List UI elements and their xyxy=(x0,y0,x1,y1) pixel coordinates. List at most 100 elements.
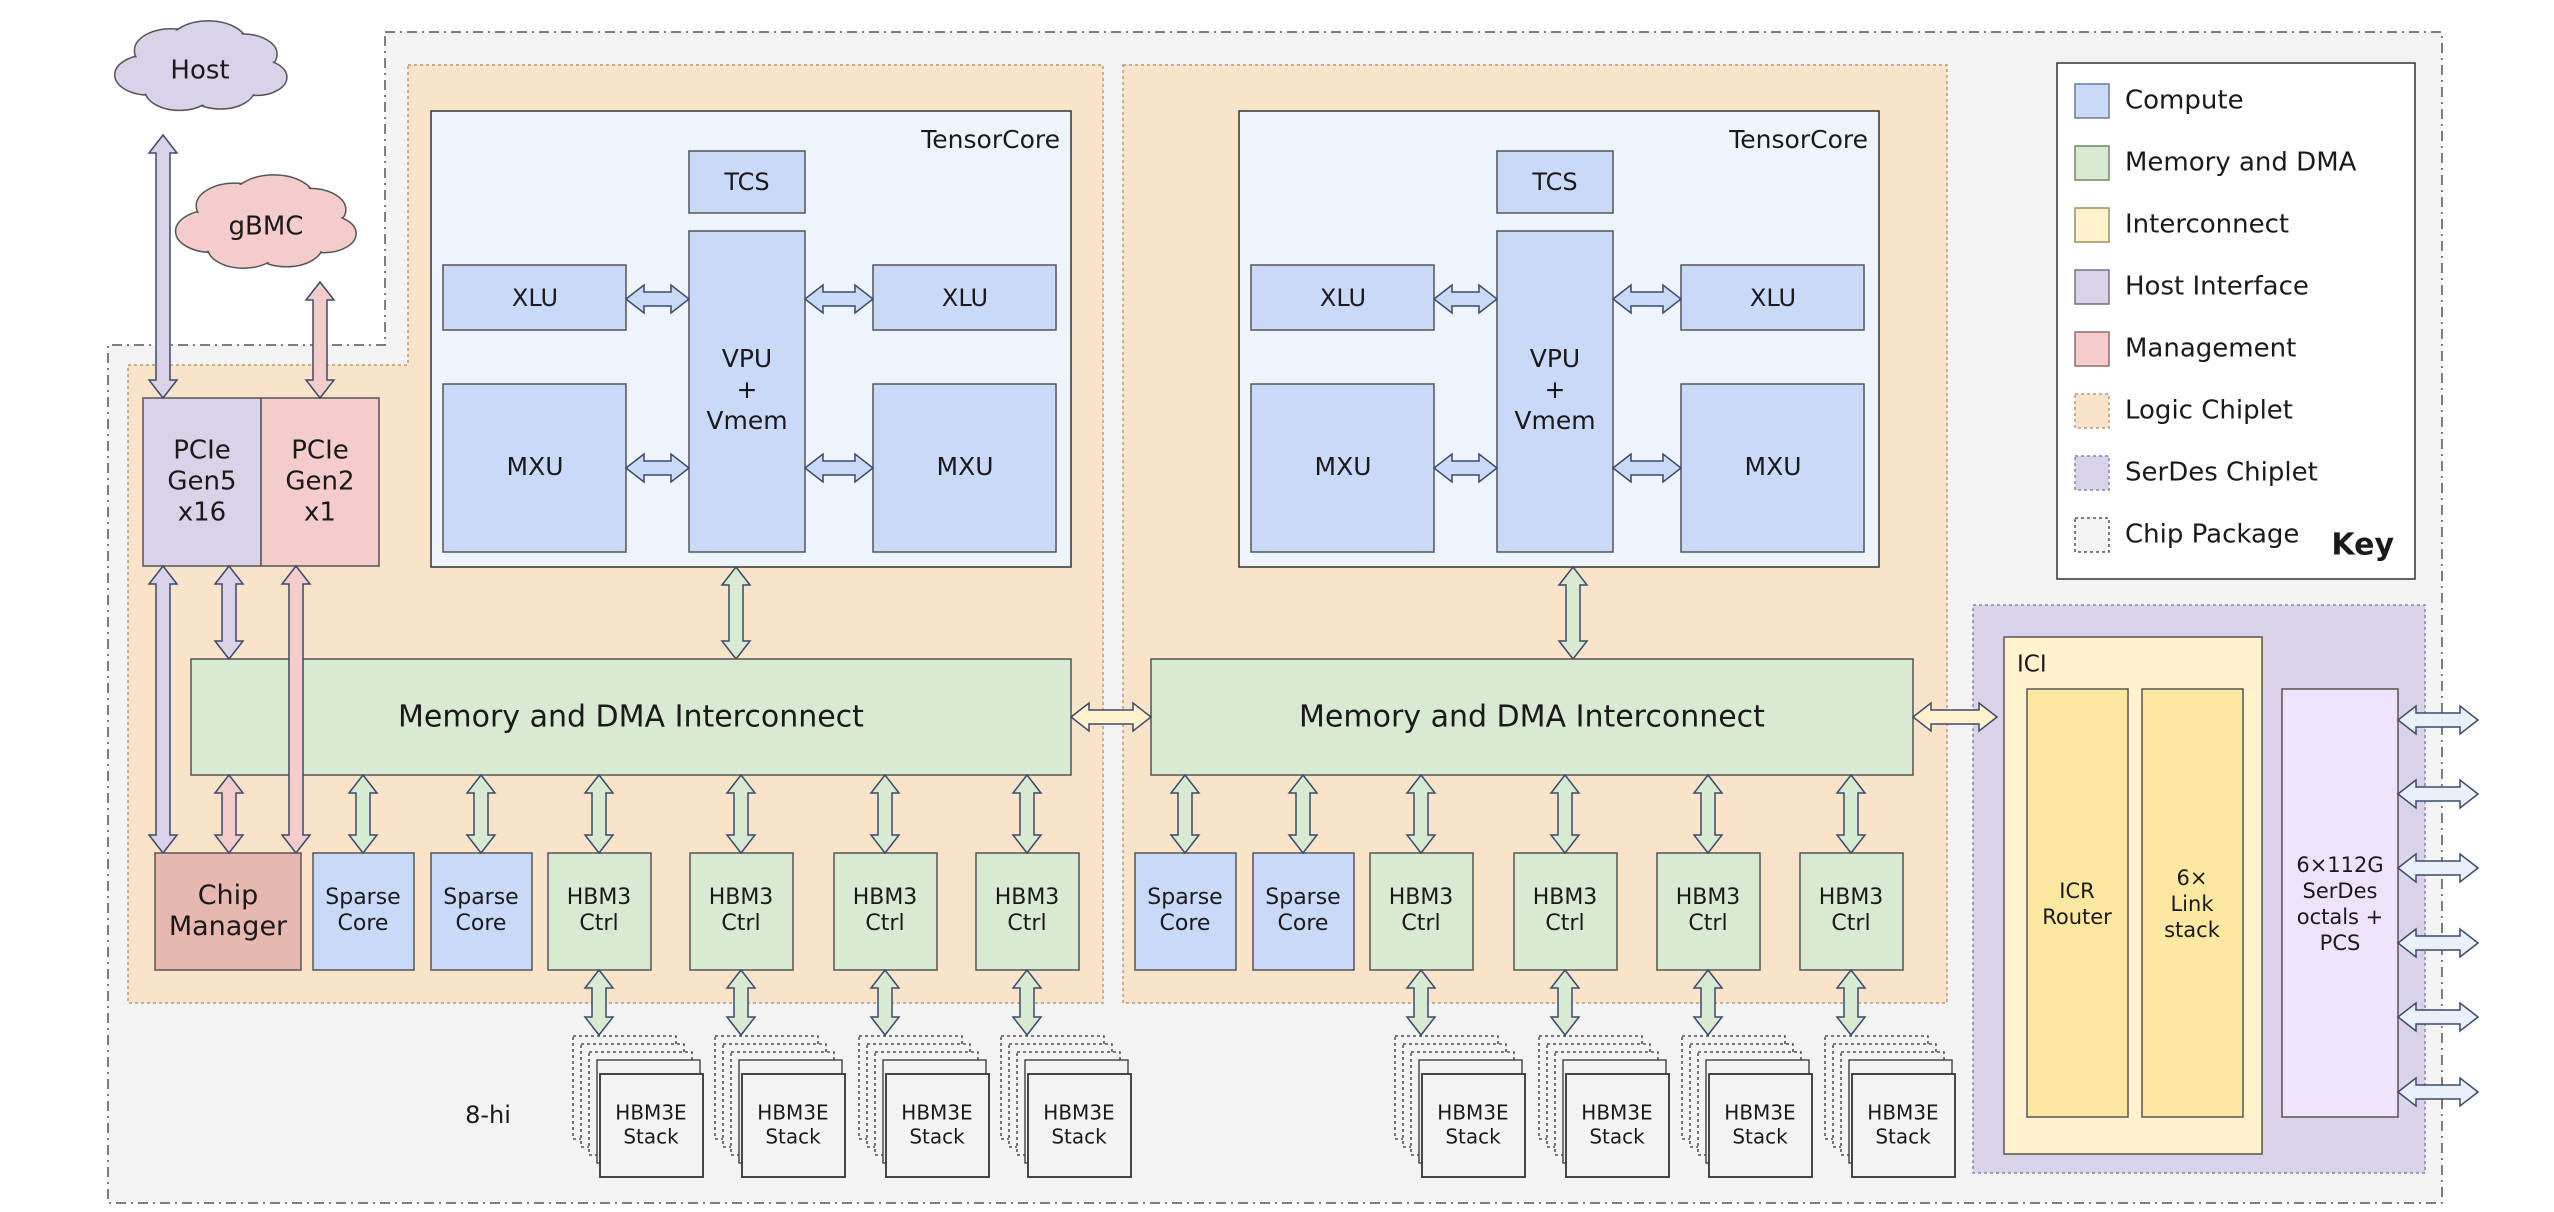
tensorcore-1-arrow-mxu-right xyxy=(803,452,875,484)
hbm-stack-7 xyxy=(1681,1035,1813,1178)
link-stack-label-line: Link xyxy=(2170,892,2214,916)
hbm-ctrl-6-stack-arrow xyxy=(1549,968,1581,1037)
tensorcore-1-vpu-label-line: + xyxy=(737,375,758,404)
icr-router-label-line: ICR xyxy=(2059,879,2094,903)
pcie-gen5-label-line: x16 xyxy=(178,498,226,528)
interconnect-bridge-arrow xyxy=(1069,701,1153,733)
tensorcore-1-mxu-right xyxy=(872,383,1057,553)
hbm-ctrl-2 xyxy=(689,852,794,971)
key-swatch-2 xyxy=(2074,145,2110,181)
hbm-ctrl-4-label-line: HBM3 xyxy=(995,885,1060,910)
chip-manager-block xyxy=(154,852,302,971)
hbm-stack-5-label-line: HBM3E xyxy=(1437,1101,1508,1125)
pcie-gen2-label-line: PCIe xyxy=(291,436,349,466)
tensorcore-2-xlu-left-label: XLU xyxy=(1320,284,1366,312)
hbm-stack-5 xyxy=(1394,1035,1526,1178)
pcie-gen2-label-line: x1 xyxy=(304,498,336,528)
hbm-stack-5-label-line: Stack xyxy=(1445,1125,1501,1149)
hbm-ctrl-7-label-line: HBM3 xyxy=(1676,885,1741,910)
key-swatch-5 xyxy=(2074,331,2110,367)
sparse-core-2-label-line: Sparse xyxy=(443,885,518,910)
sparse-core-2-arrow xyxy=(465,773,497,855)
tensorcore-1-xlu-right-label: XLU xyxy=(942,284,988,312)
ici-title: ICI xyxy=(2017,652,2047,678)
mem-interconnect-left-label: Memory and DMA Interconnect xyxy=(398,700,864,735)
hbm-ctrl-5-label-line: Ctrl xyxy=(1401,911,1440,936)
sparse-core-4-label-line: Sparse xyxy=(1265,885,1340,910)
hbm-stack-7-label-line: HBM3E xyxy=(1724,1101,1795,1125)
sparse-core-4-label-line: Core xyxy=(1278,911,1329,936)
key-label-8: Chip Package xyxy=(2125,520,2299,550)
hbm-ctrl-3-label-line: HBM3 xyxy=(853,885,918,910)
hbm-ctrl-7-arrow xyxy=(1692,773,1724,855)
hbm-ctrl-1-label-line: HBM3 xyxy=(567,885,632,910)
host-label: Host xyxy=(170,56,229,86)
hbm-ctrl-8-stack-arrow xyxy=(1835,968,1867,1037)
tensorcore-2-vpu-label-line: + xyxy=(1545,375,1566,404)
pcie-gen5-label-line: PCIe xyxy=(173,436,231,466)
hbm-stack-8 xyxy=(1824,1035,1956,1178)
interconnect-chipmanager-arrow xyxy=(213,773,245,855)
serdes-label-line: PCS xyxy=(2320,931,2361,955)
key-swatch-8 xyxy=(2074,517,2110,553)
tensorcore-2-vpu-label-line: VPU xyxy=(1530,344,1580,373)
hbm-ctrl-8-label-line: HBM3 xyxy=(1819,885,1884,910)
gbmc-label: gBMC xyxy=(229,212,304,242)
key-swatch-7 xyxy=(2074,455,2110,491)
hbm-stack-4-label-line: Stack xyxy=(1051,1125,1107,1149)
tensorcore-1-mxu-right-label: MXU xyxy=(937,452,994,481)
interconnect-ici-arrow xyxy=(1911,701,1999,733)
tensorcore-2-arrow-mxu-left xyxy=(1432,452,1499,484)
key-label-5: Management xyxy=(2125,334,2296,364)
sparse-core-1-label-line: Core xyxy=(338,911,389,936)
tensorcore-1-arrow-xlu-left xyxy=(624,283,691,315)
serdes-block xyxy=(2281,688,2399,1118)
hbm-ctrl-8-label-line: Ctrl xyxy=(1831,911,1870,936)
hbm-ctrl-4-label-line: Ctrl xyxy=(1007,911,1046,936)
tensorcore-2-tcs xyxy=(1496,150,1614,214)
hbm-ctrl-7-label-line: Ctrl xyxy=(1688,911,1727,936)
key-label-3: Interconnect xyxy=(2125,210,2289,240)
serdes-port-arrow-2 xyxy=(2396,778,2480,810)
tensorcore-1-xlu-left xyxy=(442,264,627,331)
serdes-port-arrow-6 xyxy=(2396,1076,2480,1108)
sparse-core-3-label-line: Core xyxy=(1160,911,1211,936)
tensorcore-2-mxu-left xyxy=(1250,383,1435,553)
key-swatch-4 xyxy=(2074,269,2110,305)
tensorcore-2-vpu xyxy=(1496,230,1614,553)
chip-manager-label-line: Manager xyxy=(169,911,288,942)
hbm-stack-6-label-line: HBM3E xyxy=(1581,1101,1652,1125)
hbm-stack-8-label-line: HBM3E xyxy=(1867,1101,1938,1125)
tensorcore-2-title: TensorCore xyxy=(1728,125,1868,154)
tensorcore-1-xlu-left-label: XLU xyxy=(512,284,558,312)
tensorcore-1-vpu xyxy=(688,230,806,553)
sparse-core-1-arrow xyxy=(347,773,379,855)
hbm-ctrl-1-label-line: Ctrl xyxy=(579,911,618,936)
hbm-ctrl-4-arrow xyxy=(1011,773,1043,855)
tensorcore-2-mxu-left-label: MXU xyxy=(1315,452,1372,481)
tensorcore-2-mxu-right-label: MXU xyxy=(1745,452,1802,481)
hbm-stack-2-label-line: Stack xyxy=(765,1125,821,1149)
hbm-ctrl-2-label-line: Ctrl xyxy=(721,911,760,936)
hbm-stack-1-label-line: HBM3E xyxy=(615,1101,686,1125)
tensorcore-1-vpu-label-line: Vmem xyxy=(706,406,787,435)
icr-router-block xyxy=(2026,688,2129,1118)
hbm-ctrl-1-arrow xyxy=(583,773,615,855)
hbm-stack-7-label-line: Stack xyxy=(1732,1125,1788,1149)
hbm-stack-4-label-line: HBM3E xyxy=(1043,1101,1114,1125)
hbm-stack-3 xyxy=(858,1035,990,1178)
tensorcore-2-xlu-right xyxy=(1680,264,1865,331)
serdes-label-line: octals + xyxy=(2297,905,2384,929)
serdes-port-arrow-4 xyxy=(2396,927,2480,959)
chip-manager-label-line: Chip xyxy=(198,880,259,911)
hbm-ctrl-7-stack-arrow xyxy=(1692,968,1724,1037)
hbm-ctrl-5-label-line: HBM3 xyxy=(1389,885,1454,910)
